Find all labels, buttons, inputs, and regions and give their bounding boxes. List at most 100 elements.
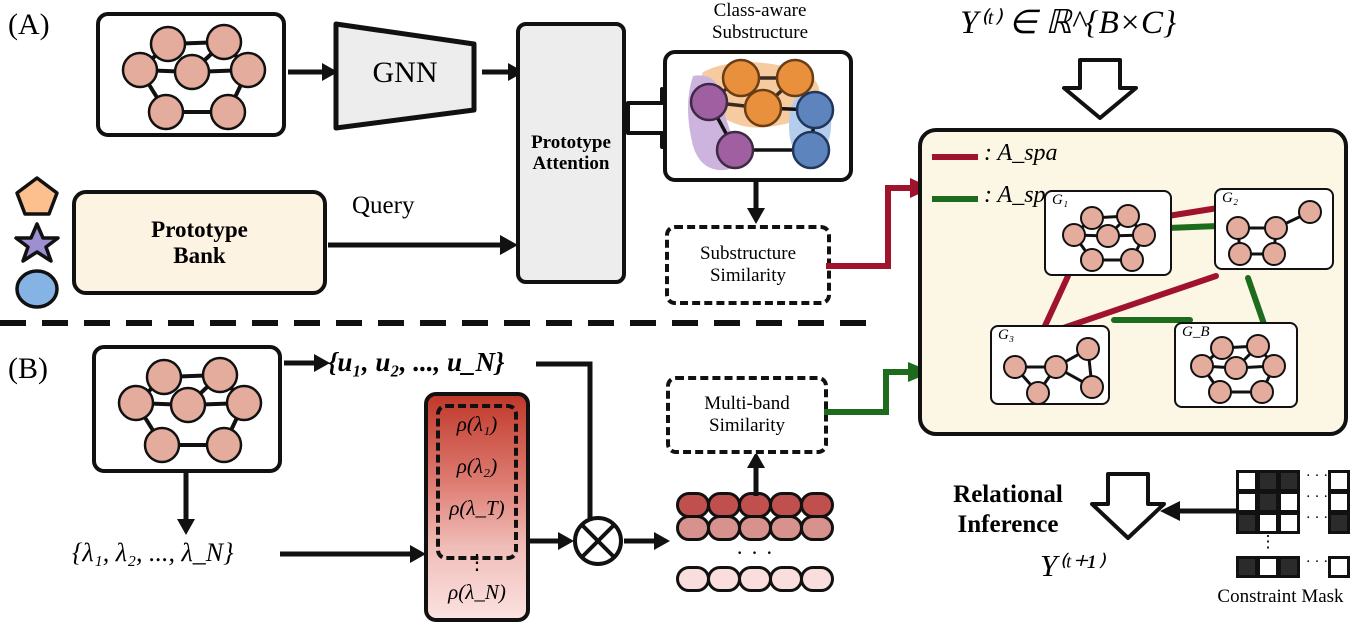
block-arrow-inference (1090, 472, 1166, 540)
edge-g2-gb-spe (1245, 275, 1267, 327)
substructure-similarity-line2: Similarity (709, 265, 786, 286)
mask-cell (1328, 491, 1350, 513)
filter-entry-0: ρ(λ₁) (456, 412, 498, 436)
input-graph-b (117, 356, 263, 464)
output-equation: Y⁽ᵗ⁺¹⁾ (1040, 548, 1104, 583)
gnn-label: GNN (372, 56, 438, 89)
mask-cell (1257, 512, 1279, 534)
class-aware-line2: Substructure (711, 21, 809, 43)
legend-swatch-spe (932, 196, 978, 202)
band-cell (800, 492, 834, 518)
connector-spe-green (824, 362, 932, 415)
band-cell (707, 566, 741, 592)
band-cell (738, 566, 772, 592)
gnn-block (333, 21, 477, 131)
multiband-similarity-line1: Multi-band (704, 393, 790, 415)
graph-G1 (1062, 204, 1156, 272)
arrow-bands-to-multiband (747, 452, 765, 496)
prototype-bank-block[interactable]: Prototype Bank (72, 190, 327, 295)
graph-G2 (1226, 200, 1322, 266)
filter-entry-1: ρ(λ₂) (456, 454, 498, 478)
mask-ellipsis-row-0: · · · (1305, 468, 1329, 484)
band-cell (707, 515, 741, 541)
prototype-bank-line2: Bank (173, 242, 226, 268)
section-divider (0, 320, 880, 326)
multiband-similarity-box: Multi-band Similarity (666, 376, 828, 454)
input-graph-a (121, 23, 267, 131)
mask-ellipsis-row-1: · · · (1305, 489, 1329, 505)
band-cell (800, 566, 834, 592)
filter-entry-ellipsis: ⋮ (466, 550, 488, 574)
prototype-attention-line2: Attention (532, 153, 610, 174)
mask-ellipsis-row-2: · · · (1305, 510, 1329, 526)
prototype-bank-line1: Prototype (151, 216, 248, 242)
mask-cell (1236, 556, 1258, 578)
arrow-mult-to-bands (624, 532, 670, 550)
panel-a-label: (A) (8, 8, 50, 41)
prototype-attention-line1: Prototype (531, 131, 611, 153)
band-cell (738, 515, 772, 541)
mask-cell (1278, 491, 1300, 513)
class-aware-caption: Class-aware Substructure (660, 0, 860, 44)
band-cell (676, 566, 710, 592)
legend-label-spa: : A_spa (984, 140, 1058, 166)
filter-bank-block[interactable] (424, 392, 530, 622)
band-cell (800, 515, 834, 541)
connector-eigenvectors-to-mult (536, 361, 599, 540)
band-cell (676, 515, 710, 541)
class-aware-graph (688, 58, 835, 171)
class-aware-line1: Class-aware (713, 0, 807, 21)
mask-cell (1257, 556, 1279, 578)
edge-g1-g3-spa (1041, 273, 1071, 331)
block-arrow-down-to-panel (1062, 58, 1138, 120)
band-ellipsis: · · · (736, 540, 774, 565)
prototype-shape-circle (15, 269, 59, 309)
arrow-graph-to-gnn (288, 63, 338, 81)
filter-bank-selected-region (436, 404, 518, 560)
eigenvalues-label: {λ₁, λ₂, ..., λ_N} (72, 538, 234, 567)
filter-entry-2: ρ(λ_T) (449, 496, 505, 520)
multiband-similarity-line2: Similarity (709, 415, 785, 436)
connector-spa-red (826, 178, 932, 269)
mask-cell (1257, 470, 1279, 492)
arrow-filterbank-to-mult (530, 532, 574, 550)
legend-swatch-spa (932, 154, 978, 160)
band-cell (769, 566, 803, 592)
edge-g1-g2-spe (1165, 223, 1221, 231)
prototype-attention-block[interactable]: Prototype Attention (516, 22, 626, 284)
band-cell (769, 515, 803, 541)
graph-label-G2: G₂ (1222, 190, 1239, 206)
arrow-eigenvalues-to-filterbank (280, 545, 426, 563)
arrow-to-eigenvalues (177, 473, 195, 535)
substructure-similarity-box: Substructure Similarity (665, 225, 831, 305)
mask-cell (1328, 512, 1350, 534)
eigenvectors-label: {u₁, u₂, ..., u_N} (328, 347, 505, 377)
mask-cell (1328, 470, 1350, 492)
arrow-to-eigenvectors (284, 354, 330, 372)
graph-G3 (1003, 337, 1104, 405)
mask-ellipsis-bottom: · · · (1305, 554, 1329, 570)
arrow-query (328, 235, 518, 255)
mask-cell (1278, 512, 1300, 534)
filter-entry-4: ρ(λ_N) (448, 580, 506, 604)
arrow-substructure-down (747, 182, 765, 224)
mask-cell (1278, 470, 1300, 492)
relational-inference-line1: Relational (953, 481, 1063, 508)
mask-cell (1236, 491, 1258, 513)
arrow-mask-to-inference (1160, 501, 1236, 521)
constraint-mask-label: Constraint Mask (1217, 586, 1344, 607)
graph-label-G1: G₁ (1052, 192, 1069, 208)
mask-vdots: ⋮ (1259, 532, 1277, 551)
mask-cell (1236, 512, 1258, 534)
graph-label-G3: G₃ (998, 327, 1015, 343)
prototype-shape-star (14, 222, 60, 263)
relational-graph-panel (918, 128, 1348, 436)
relational-inference-line2: Inference (957, 511, 1059, 538)
substructure-similarity-line1: Substructure (699, 243, 797, 265)
mask-cell (1328, 556, 1350, 578)
relational-inference-title: Relational Inference (928, 480, 1088, 540)
mask-cell (1236, 470, 1258, 492)
mask-cell (1257, 491, 1279, 513)
panel-b-label: (B) (8, 352, 48, 385)
top-equation: Y⁽ᵗ⁾ ∈ ℝ^{B×C} (960, 5, 1177, 41)
